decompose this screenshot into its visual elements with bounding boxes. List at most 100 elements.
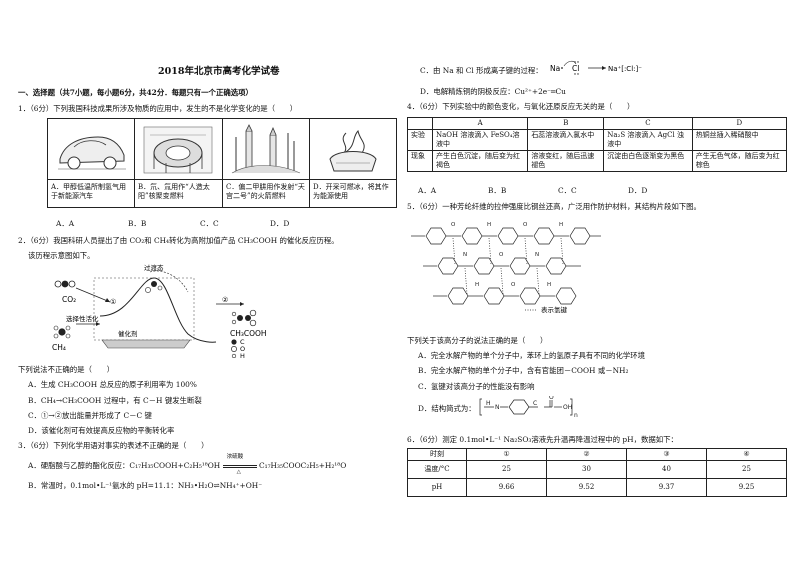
ionic-bond-formation: Na Cl Na⁺[:Cl:]⁻	[550, 60, 642, 75]
q6-table: 时刻 ① ② ③ ④ 温度/°C 25 30 40 25 pH 9.66 9.5…	[407, 447, 787, 498]
q3-option-a-products: C₁₇H₃₅COOC₂H₅+H₂¹⁸O	[258, 461, 347, 470]
marker-1: ①	[110, 298, 116, 306]
svg-text:O: O	[549, 396, 554, 401]
svg-text:OH: OH	[563, 404, 572, 411]
ch4-label: CH₄	[52, 343, 66, 352]
table-row: 温度/°C 25 30 40 25	[407, 460, 787, 480]
q1-answer-d: D．D	[270, 219, 290, 228]
marker-2: ②	[222, 296, 228, 304]
q3-option-c: C．由 Na 和 Cl 形成离子键的过程：	[420, 66, 543, 75]
q5-option-a: A．完全水解产物的单个分子中，苯环上的氢原子具有不同的化学环境	[418, 351, 646, 360]
svg-text:H: H	[547, 282, 551, 288]
table-header: B	[527, 116, 605, 131]
q5-stem: 5．（6分）一种芳纶纤维的拉伸强度比钢丝还高，广泛用作防护材料，其结构片段如下图…	[407, 202, 701, 211]
table-row: 实验 NaOH 溶液滴入 FeSO₄溶液中 石蕊溶液滴入氯水中 Na₂S 溶液滴…	[407, 129, 788, 152]
table-cell: 产生白色沉淀，随后变为红褐色	[431, 150, 529, 173]
legend-hydrogen: H	[240, 352, 245, 358]
q4-answer-a: A．A	[418, 186, 437, 195]
q1-caption-d: D．开采可燃冰，将其作为能源使用	[313, 183, 389, 201]
section-heading: 一、选择题（共7小题，每小题6分，共42分．每题只有一个正确选项）	[18, 88, 253, 97]
svg-text:N: N	[535, 252, 539, 258]
q5-option-d: D．结构简式为：	[418, 404, 476, 413]
table-cell: 现象	[407, 150, 433, 173]
combustible-ice-illustration	[329, 129, 377, 172]
condition-top: 浓硫酸	[226, 454, 244, 460]
svg-text:C: C	[533, 400, 537, 407]
table-cell: 25	[706, 460, 787, 480]
q1-caption-a: A．甲醇低温所制氢气用于新能源汽车	[51, 183, 127, 201]
table-cell	[407, 116, 433, 131]
q1-answer-a: A．A	[56, 219, 75, 228]
sodium-symbol: Na	[550, 64, 560, 73]
q3-option-d: D．电解精炼铜的阴极反应：Cu²⁺+2e⁻═Cu	[420, 87, 566, 96]
q2-stem-line1: 2．（6分）我国科研人员提出了由 CO₂和 CH₄转化为高附加值产品 CH₃CO…	[18, 236, 339, 245]
table-cell: Na₂S 溶液滴入 AgCl 浊液中	[603, 129, 693, 152]
q2-prompt: 下列说法不正确的是（ ）	[18, 365, 115, 374]
legend-carbon: C	[240, 338, 245, 346]
table-cell: 热铜丝插入稀硝酸中	[691, 129, 788, 152]
reaction-condition-arrow: 浓硫酸 △	[222, 454, 257, 475]
hydrogen-bond-legend: 表示氢键	[541, 305, 568, 314]
q4-answer-c: C．C	[558, 186, 577, 195]
svg-text:N: N	[495, 404, 500, 411]
q2-option-c: C．①→②放出能量并形成了 C－C 键	[28, 411, 152, 420]
table-header: C	[603, 116, 693, 131]
svg-text:n: n	[574, 412, 578, 418]
table-cell: 9.52	[546, 478, 627, 498]
tokamak-illustration	[143, 126, 213, 174]
q4-answer-b: B．B	[488, 186, 507, 195]
q6-stem: 6．（6分）测定 0.1mol•L⁻¹ Na₂SO₃溶液先升温再降温过程中的 p…	[407, 435, 678, 444]
table-cell: 25	[466, 460, 547, 480]
q2-option-b: B．CH₄→CH₃COOH 过程中，有 C－H 键发生断裂	[28, 396, 202, 405]
table-cell: 沉淀由白色逐渐变为黑色	[603, 150, 693, 173]
aramid-structure-figure: O H O H N O N H O H 表示氢键	[411, 222, 601, 314]
table-cell: 时刻	[407, 447, 467, 462]
svg-text:O: O	[499, 252, 504, 258]
q1-answer-b: B．B	[128, 219, 147, 228]
exam-title: 2018年北京市高考化学试卷	[158, 66, 280, 77]
svg-text:H: H	[487, 222, 491, 228]
svg-text:H: H	[475, 282, 479, 288]
table-cell: 温度/°C	[407, 460, 467, 480]
svg-text:H: H	[486, 400, 491, 407]
table-cell: ①	[466, 447, 547, 462]
table-cell: 30	[546, 460, 627, 480]
q1-answer-c: C．C	[200, 219, 219, 228]
structural-formula: HN C O OHn	[479, 396, 578, 418]
q1-stem: 1．（6分）下列我国科技成果所涉及物质的应用中，发生的不是化学变化的是（ ）	[18, 104, 298, 113]
q2-reaction-diagram: CO₂ CH₄ 选择性活化 过渡态 ① ② 催化剂 CH₃COOH	[52, 263, 267, 358]
q5-option-c: C．氢键对该高分子的性能没有影响	[418, 382, 535, 391]
rocket-launch-illustration	[231, 124, 301, 174]
svg-text:N: N	[463, 252, 467, 258]
q3-option-c-text: C．由 Na 和 Cl 形成离子键的过程：	[420, 66, 543, 75]
q1-caption-b: B．氘、氚用作“人造太阳”核聚变燃料	[138, 183, 210, 201]
chlorine-symbol: Cl	[572, 64, 579, 73]
table-cell: NaOH 溶液滴入 FeSO₄溶液中	[431, 129, 529, 152]
table-cell: ④	[706, 447, 787, 462]
transition-state-label: 过渡态	[144, 263, 164, 272]
table-cell: 9.66	[466, 478, 547, 498]
q3-stem: 3．（6分）下列化学用语对事实的表述不正确的是（ ）	[18, 441, 209, 450]
selective-activation-label: 选择性活化	[66, 314, 99, 323]
q3-option-a: A．硬脂酸与乙醇的酯化反应：C₁₇H₃₅COOH+C₂H₅¹⁸OH 浓硫酸 △ …	[28, 454, 347, 475]
co2-label: CO₂	[62, 295, 76, 304]
table-cell: pH	[407, 478, 467, 498]
table-cell: 石蕊溶液滴入氯水中	[527, 129, 605, 152]
q2-option-a: A．生成 CH₃COOH 总反应的原子利用率为 100%	[28, 380, 197, 389]
q1-figure-table: A．甲醇低温所制氢气用于新能源汽车 B．氘、氚用作“人造太阳”核聚变燃料 C．偏…	[47, 118, 397, 208]
svg-text:H: H	[559, 222, 563, 228]
svg-text:O: O	[523, 222, 528, 228]
table-cell: ②	[546, 447, 627, 462]
q4-stem: 4．（6分）下列实验中的颜色变化，与氧化还原反应无关的是（ ）	[407, 102, 635, 111]
q3-option-a-reactants: A．硬脂酸与乙醇的酯化反应：C₁₇H₃₅COOH+C₂H₅¹⁸OH	[28, 461, 221, 470]
table-header: A	[431, 116, 529, 131]
svg-text:O: O	[451, 222, 456, 228]
table-cell: ③	[626, 447, 707, 462]
q5-prompt: 下列关于该高分子的说法正确的是（ ）	[407, 336, 548, 345]
q2-stem-line2: 该历程示意图如下。	[28, 251, 95, 260]
table-cell: 9.37	[626, 478, 707, 498]
table-cell: 实验	[407, 129, 433, 152]
svg-text:O: O	[511, 282, 516, 288]
table-cell: 9.25	[706, 478, 787, 498]
table-cell: 40	[626, 460, 707, 480]
